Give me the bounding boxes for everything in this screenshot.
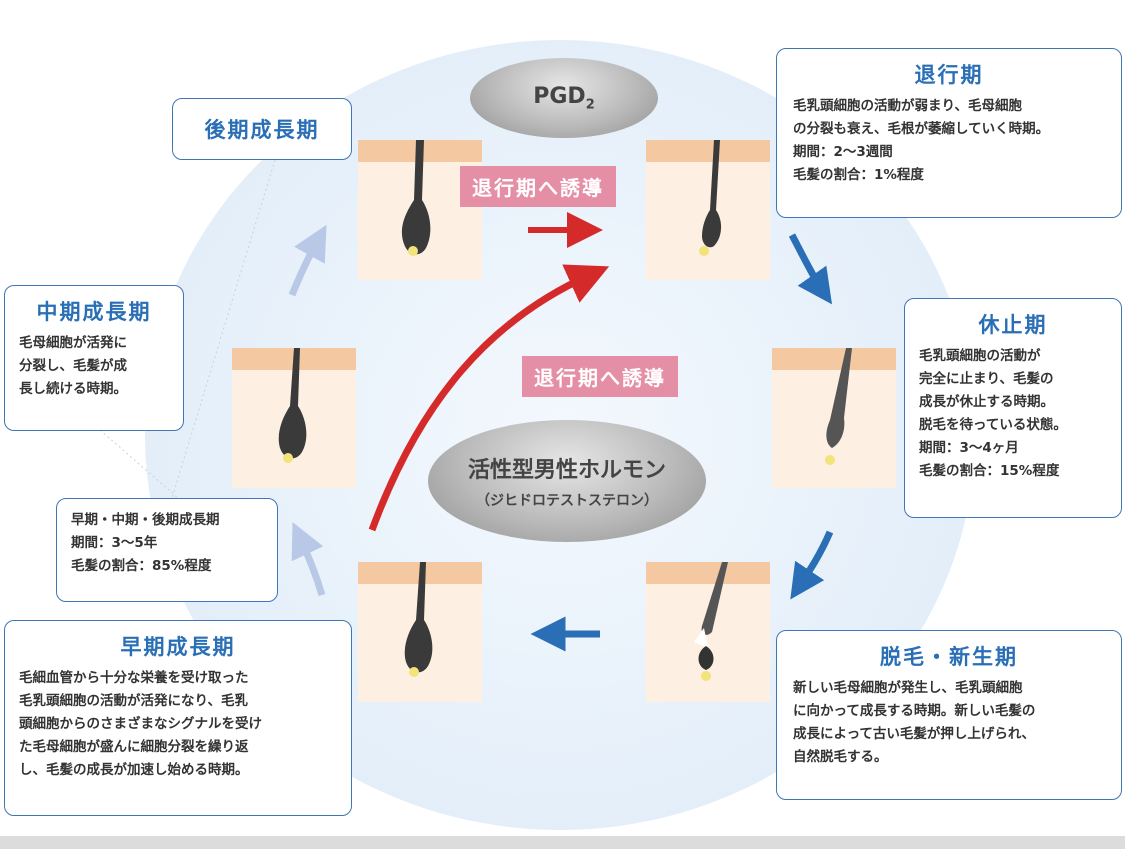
mid-growth-desc: 毛母細胞が活発に 分裂し、毛髪が成 長し続ける時期。	[19, 335, 127, 397]
hair-follicle-icon	[404, 562, 433, 677]
hair-tile-mid-growth	[232, 348, 356, 488]
catagen-card: 退行期 毛乳頭細胞の活動が弱まり、毛母細胞 の分裂も衰え、毛根が萎縮していく時期…	[776, 48, 1122, 218]
mid-growth-title: 中期成長期	[36, 300, 152, 324]
early-growth-card: 早期成長期 毛細血管から十分な栄養を受け取った 毛乳頭細胞の活動が活発になり、毛…	[4, 620, 352, 816]
hair-follicle-icon	[825, 348, 852, 465]
late-growth-title: 後期成長期	[204, 118, 320, 142]
pgd2-badge: PGD2	[470, 58, 658, 138]
induce-arrow-curve	[368, 264, 610, 532]
growth-summary-card: 早期・中期・後期成長期 期間：3〜5年 毛髪の割合：85%程度	[56, 498, 278, 602]
mid-growth-card: 中期成長期 毛母細胞が活発に 分裂し、毛髪が成 長し続ける時期。	[4, 285, 184, 431]
leader-line-mid	[99, 429, 179, 499]
hormone-badge: 活性型男性ホルモン （ジヒドロテストステロン）	[428, 420, 706, 542]
shedding-desc: 新しい毛母細胞が発生し、毛乳頭細胞 に向かって成長する時期。新しい毛髪の 成長に…	[793, 680, 1036, 765]
hair-follicle-icon	[401, 140, 431, 256]
cycle-arrow-mid-late	[288, 224, 327, 297]
late-growth-card: 後期成長期	[172, 98, 352, 160]
hair-follicle-icon	[694, 562, 728, 681]
leader-line-late	[171, 159, 276, 499]
early-growth-title: 早期成長期	[120, 635, 236, 659]
catagen-desc: 毛乳頭細胞の活動が弱まり、毛母細胞 の分裂も衰え、毛根が萎縮していく時期。 期間…	[793, 98, 1050, 183]
shedding-card: 脱毛・新生期 新しい毛母細胞が発生し、毛乳頭細胞 に向かって成長する時期。新しい…	[776, 630, 1122, 800]
hair-tile-shedding	[646, 562, 770, 702]
early-growth-desc: 毛細血管から十分な栄養を受け取った 毛乳頭細胞の活動が活発になり、毛乳 頭細胞か…	[19, 670, 262, 778]
growth-summary-desc: 早期・中期・後期成長期 期間：3〜5年 毛髪の割合：85%程度	[71, 512, 220, 574]
telogen-card: 休止期 毛乳頭細胞の活動が 完全に止まり、毛髪の 成長が休止する時期。 脱毛を待…	[904, 298, 1122, 518]
induce-catagen-label-mid: 退行期へ誘導	[522, 356, 678, 397]
hair-tile-telogen	[772, 348, 896, 488]
cycle-arrow-early-mid	[291, 522, 326, 597]
telogen-title: 休止期	[978, 313, 1048, 337]
cycle-arrow-catagen-telogen	[788, 233, 833, 305]
hair-tile-late-growth	[358, 140, 482, 280]
hair-follicle-icon	[278, 348, 307, 463]
hair-follicle-icon	[699, 140, 722, 256]
hormone-subname: （ジヒドロテストステロン）	[476, 493, 658, 509]
shedding-title: 脱毛・新生期	[880, 645, 1018, 669]
telogen-desc: 毛乳頭細胞の活動が 完全に止まり、毛髪の 成長が休止する時期。 脱毛を待っている…	[919, 348, 1067, 479]
hair-tile-catagen	[646, 140, 770, 280]
hormone-name: 活性型男性ホルモン	[467, 458, 666, 483]
cycle-arrow-telogen-shedding	[790, 530, 834, 600]
induce-catagen-label-top: 退行期へ誘導	[460, 166, 616, 207]
hair-tile-early-growth	[358, 562, 482, 702]
bottom-scroll-strip	[0, 836, 1125, 849]
catagen-title: 退行期	[914, 63, 984, 87]
